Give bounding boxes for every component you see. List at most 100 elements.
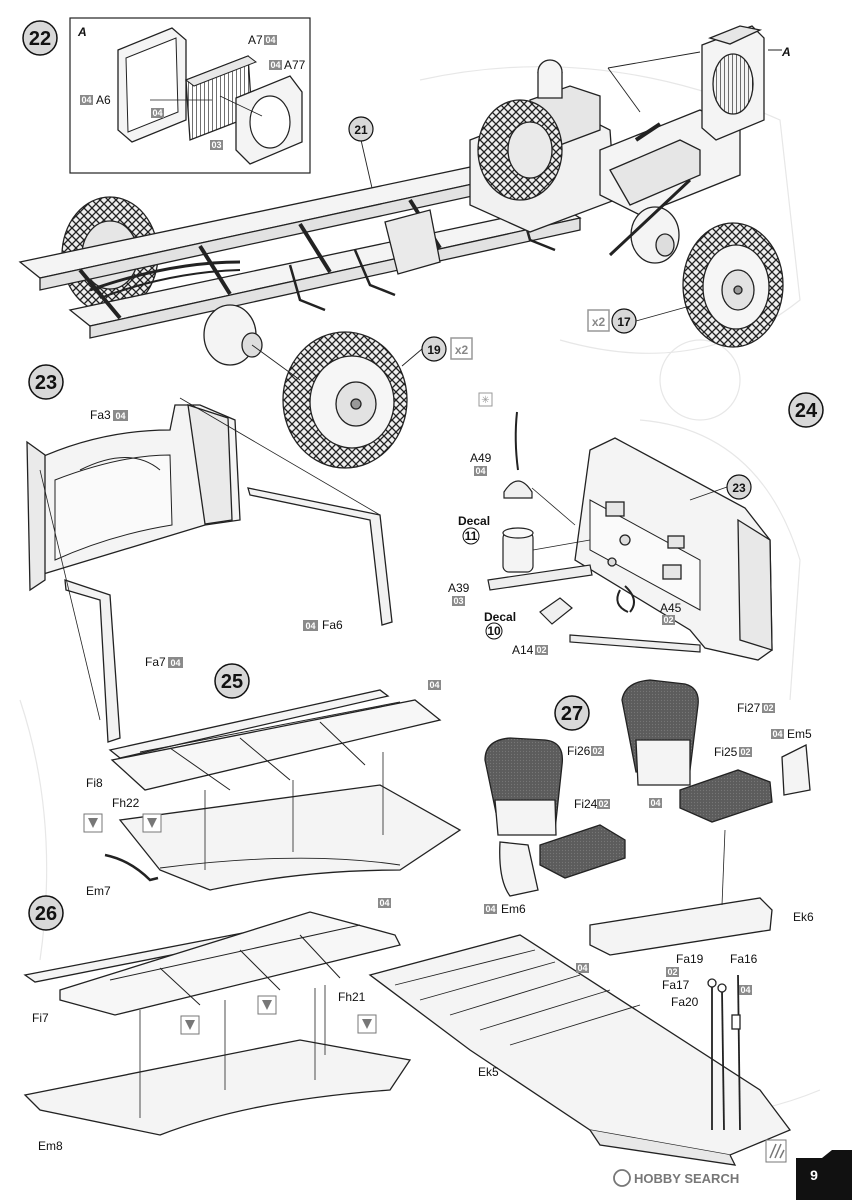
svg-text:Decal: Decal	[458, 514, 490, 528]
svg-text:23: 23	[35, 372, 57, 394]
svg-text:A7: A7	[248, 33, 263, 47]
truck-chassis-drawing	[18, 59, 741, 366]
svg-text:22: 22	[29, 28, 51, 50]
part-tag: 04	[264, 35, 277, 45]
step-24-badge: 24	[788, 392, 824, 428]
svg-text:26: 26	[35, 903, 57, 925]
seat-box-ek6	[589, 829, 773, 956]
svg-text:02: 02	[763, 703, 773, 713]
watermark: HOBBY SEARCH	[613, 1169, 739, 1187]
step-25-badge: 25	[214, 663, 250, 699]
detail-box-a: A A7 04 04 A77 04 A6 04 03	[69, 17, 311, 174]
svg-text:04: 04	[305, 621, 315, 631]
svg-text:23: 23	[732, 481, 746, 495]
svg-text:Em5: Em5	[787, 727, 812, 741]
floor-plate	[104, 752, 462, 891]
svg-text:04: 04	[772, 729, 782, 739]
part-tag: 04	[151, 108, 164, 118]
svg-text:04: 04	[152, 108, 162, 118]
glue-drop-icon	[142, 813, 162, 833]
svg-text:HOBBY SEARCH: HOBBY SEARCH	[634, 1171, 739, 1186]
part-tag: 03	[210, 140, 223, 150]
svg-text:11: 11	[465, 529, 478, 543]
svg-text:A49: A49	[470, 451, 492, 465]
floor-plate-em8	[23, 985, 412, 1136]
part-tag: 04	[428, 680, 441, 690]
svg-text:Decal: Decal	[484, 610, 516, 624]
glue-drop-icon	[83, 813, 103, 833]
cab-rear-wall-drawing	[26, 397, 393, 743]
svg-text:A6: A6	[96, 93, 111, 107]
svg-text:Fa3: Fa3	[90, 408, 111, 422]
part-tag: 02	[591, 746, 604, 756]
seat-cushion-fi24	[539, 824, 626, 879]
svg-text:A: A	[781, 45, 791, 59]
part-tag: 04	[303, 620, 318, 631]
step-22-badge: 22	[22, 20, 58, 56]
svg-text:Em6: Em6	[501, 902, 526, 916]
paint-spray-icon: ✳	[478, 392, 493, 407]
svg-text:Fa17: Fa17	[662, 978, 690, 992]
radiator-frame-part	[117, 27, 187, 143]
floor-frame-fi8	[108, 689, 442, 791]
svg-text:19: 19	[427, 343, 441, 357]
floor-frame-fi7	[23, 911, 401, 1016]
svg-text:04: 04	[81, 95, 91, 105]
svg-text:27: 27	[561, 703, 583, 725]
svg-text:04: 04	[429, 680, 439, 690]
a39-part	[487, 527, 593, 591]
svg-text:04: 04	[170, 658, 180, 668]
svg-text:A14: A14	[512, 643, 534, 657]
svg-text:21: 21	[354, 123, 368, 137]
seat-cushion-fi25	[679, 769, 773, 823]
svg-text:Fi26: Fi26	[567, 744, 591, 758]
svg-text:Fi25: Fi25	[714, 745, 738, 759]
part-tag: 02	[762, 703, 775, 713]
part-tag: 04	[649, 798, 662, 808]
fan-shroud-part	[235, 75, 303, 165]
a14-part	[539, 589, 701, 653]
svg-text:17: 17	[617, 315, 631, 329]
lever-parts	[707, 974, 741, 1131]
svg-text:Fa16: Fa16	[730, 952, 758, 966]
svg-text:Fi27: Fi27	[737, 701, 761, 715]
svg-text:Fi8: Fi8	[86, 776, 103, 790]
a49-part	[503, 411, 576, 526]
part-tag: 04	[378, 898, 391, 908]
svg-text:02: 02	[592, 746, 602, 756]
callout-17: x2 17	[587, 305, 691, 334]
part-tag: 02	[666, 967, 679, 977]
svg-text:A: A	[77, 25, 87, 39]
part-tag: 04	[80, 95, 93, 105]
front-wheel-drawing	[682, 222, 784, 348]
part-tag: 04	[576, 963, 589, 973]
part-tag: 04	[269, 60, 282, 70]
svg-text:Fi7: Fi7	[32, 1011, 49, 1025]
part-tag: 03	[452, 596, 465, 606]
part-tag: 02	[597, 799, 610, 809]
callout-21: 21	[348, 116, 374, 189]
svg-text:Fa7: Fa7	[145, 655, 166, 669]
part-tag: 04	[484, 904, 497, 914]
svg-text:03: 03	[453, 596, 463, 606]
svg-text:25: 25	[221, 671, 243, 693]
seat-side-em6	[499, 841, 539, 897]
svg-text:04: 04	[485, 904, 495, 914]
callout-19: 19 x2	[401, 336, 473, 367]
part-tag: 02	[662, 615, 675, 625]
svg-text:04: 04	[115, 411, 125, 421]
svg-text:24: 24	[795, 400, 818, 422]
seat-side-em5	[781, 743, 811, 796]
svg-text:Fa19: Fa19	[676, 952, 704, 966]
svg-text:04: 04	[577, 963, 587, 973]
callout-23: 23	[689, 474, 752, 501]
part-tag: 04	[168, 657, 183, 668]
svg-text:04: 04	[270, 60, 280, 70]
page-number-corner: 9	[796, 1150, 852, 1200]
svg-text:Fh21: Fh21	[338, 990, 366, 1004]
part-tag: 04	[113, 410, 128, 421]
svg-text:04: 04	[265, 35, 275, 45]
svg-text:04: 04	[379, 898, 389, 908]
decal-10-callout: 10	[485, 622, 503, 640]
